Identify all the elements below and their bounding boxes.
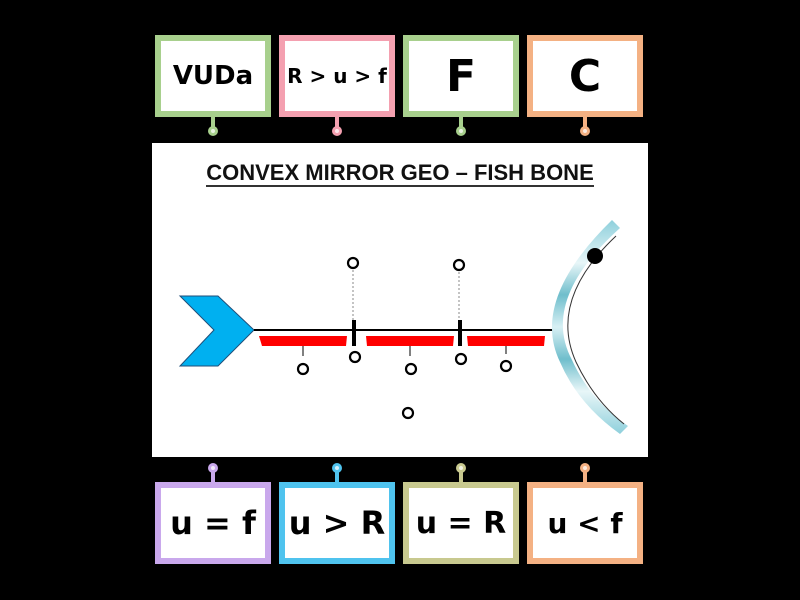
card-label: R > u > f xyxy=(287,64,387,88)
drop-zone-target[interactable] xyxy=(348,350,362,364)
fish-head-icon xyxy=(178,295,255,367)
card-label: C xyxy=(568,50,602,102)
drop-zone-target[interactable] xyxy=(346,256,360,270)
card-handle-dot[interactable] xyxy=(580,126,590,136)
card-u-eq-r[interactable]: u = R xyxy=(403,482,519,564)
card-label: VUDa xyxy=(172,61,254,91)
card-handle-dot[interactable] xyxy=(208,126,218,136)
card-label: u = f xyxy=(170,504,256,542)
card-vuda[interactable]: VUDa xyxy=(155,35,271,117)
card-handle-dot[interactable] xyxy=(456,126,466,136)
drop-zone-target[interactable] xyxy=(452,258,466,272)
card-connector xyxy=(211,472,215,482)
drop-zone-target[interactable] xyxy=(296,362,310,376)
fish-bone-2 xyxy=(366,336,454,346)
diagram-title: CONVEX MIRROR GEO – FISH BONE xyxy=(152,160,648,187)
card-handle-dot[interactable] xyxy=(332,463,342,473)
card-handle-dot[interactable] xyxy=(208,463,218,473)
card-u-lt-f[interactable]: u < f xyxy=(527,482,643,564)
card-f[interactable]: F xyxy=(403,35,519,117)
card-label: F xyxy=(445,50,477,102)
fish-bone-1 xyxy=(259,336,347,346)
fish-bone-3 xyxy=(467,336,545,346)
drop-zone-target[interactable] xyxy=(404,362,418,376)
card-connector xyxy=(459,472,463,482)
card-label: u < f xyxy=(547,506,623,540)
card-connector xyxy=(583,117,587,127)
drop-zones xyxy=(296,256,513,420)
diagram-panel: CONVEX MIRROR GEO – FISH BONE xyxy=(152,143,648,457)
drop-zone-target[interactable] xyxy=(401,406,415,420)
card-r-gt-u-gt-f[interactable]: R > u > f xyxy=(279,35,395,117)
card-handle-dot[interactable] xyxy=(332,126,342,136)
card-connector xyxy=(335,472,339,482)
drop-zone-target[interactable] xyxy=(499,359,513,373)
card-u-eq-f[interactable]: u = f xyxy=(155,482,271,564)
mirror-surface-line xyxy=(567,235,625,425)
card-connector xyxy=(335,117,339,127)
card-connector xyxy=(583,472,587,482)
card-u-gt-r[interactable]: u > R xyxy=(279,482,395,564)
card-handle-dot[interactable] xyxy=(580,463,590,473)
card-label: u > R xyxy=(288,504,386,542)
card-connector xyxy=(211,117,215,127)
card-label: u = R xyxy=(415,505,507,541)
spine-mark-c xyxy=(458,320,462,346)
diagram-title-text: CONVEX MIRROR GEO – FISH BONE xyxy=(206,160,594,187)
mirror-pole-marker xyxy=(587,248,603,264)
card-c[interactable]: C xyxy=(527,35,643,117)
card-handle-dot[interactable] xyxy=(456,463,466,473)
card-connector xyxy=(459,117,463,127)
spine-mark-f xyxy=(352,320,356,346)
convex-mirror-icon xyxy=(551,220,628,434)
fishbone-diagram xyxy=(178,220,628,434)
drop-zone-target[interactable] xyxy=(454,352,468,366)
